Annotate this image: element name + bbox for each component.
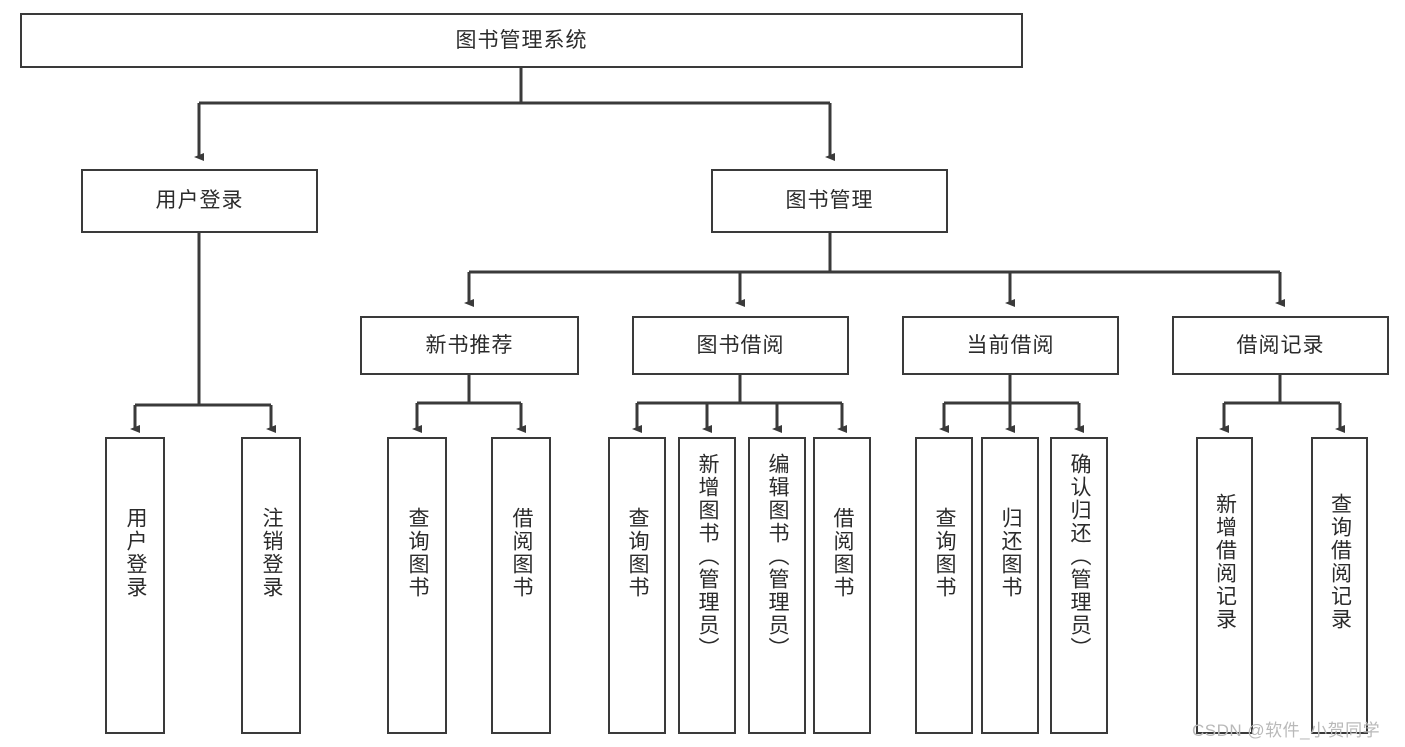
node-book-borrow[interactable]: 图书借阅: [632, 316, 849, 375]
node-leaf-query-record[interactable]: 查询借阅记录: [1311, 437, 1368, 734]
node-new-book-rec[interactable]: 新书推荐: [360, 316, 579, 375]
node-book-borrow-label: 图书借阅: [696, 333, 785, 357]
node-leaf-edit-book-label: 编辑图书（管理员）: [766, 453, 790, 660]
node-current-borrow[interactable]: 当前借阅: [902, 316, 1119, 375]
node-leaf-add-book[interactable]: 新增图书（管理员）: [678, 437, 736, 734]
node-leaf-borrow-book-2[interactable]: 借阅图书: [813, 437, 871, 734]
node-leaf-query-book-3[interactable]: 查询图书: [915, 437, 973, 734]
node-leaf-query-book-2-label: 查询图书: [626, 507, 650, 599]
csdn-watermark: CSDN @软件_小贺同学: [1192, 721, 1381, 740]
node-leaf-query-book-3-label: 查询图书: [933, 507, 957, 599]
node-leaf-add-record[interactable]: 新增借阅记录: [1196, 437, 1253, 734]
node-leaf-add-record-label: 新增借阅记录: [1213, 493, 1237, 631]
node-leaf-confirm-return-label: 确认归还（管理员）: [1068, 453, 1092, 660]
node-leaf-query-book-2[interactable]: 查询图书: [608, 437, 666, 734]
node-leaf-logout-label: 注销登录: [260, 507, 284, 599]
node-leaf-query-book-1-label: 查询图书: [406, 507, 430, 599]
node-leaf-add-book-label: 新增图书（管理员）: [696, 453, 720, 660]
node-leaf-confirm-return[interactable]: 确认归还（管理员）: [1050, 437, 1108, 734]
node-leaf-user-login-label: 用户登录: [124, 507, 148, 599]
node-leaf-edit-book[interactable]: 编辑图书（管理员）: [748, 437, 806, 734]
node-leaf-query-book-1[interactable]: 查询图书: [387, 437, 447, 734]
node-leaf-borrow-book-1[interactable]: 借阅图书: [491, 437, 551, 734]
node-borrow-record[interactable]: 借阅记录: [1172, 316, 1389, 375]
node-root-label: 图书管理系统: [455, 28, 588, 52]
node-leaf-logout[interactable]: 注销登录: [241, 437, 301, 734]
node-book-manage-label: 图书管理: [785, 189, 874, 213]
node-leaf-borrow-book-1-label: 借阅图书: [510, 507, 534, 599]
node-leaf-query-record-label: 查询借阅记录: [1328, 493, 1352, 631]
node-user-login[interactable]: 用户登录: [81, 169, 318, 233]
node-leaf-borrow-book-2-label: 借阅图书: [831, 507, 855, 599]
node-root[interactable]: 图书管理系统: [20, 13, 1023, 68]
node-user-login-label: 用户登录: [155, 189, 244, 213]
node-leaf-return-book-label: 归还图书: [999, 507, 1023, 599]
node-leaf-user-login[interactable]: 用户登录: [105, 437, 165, 734]
node-current-borrow-label: 当前借阅: [966, 333, 1055, 357]
node-book-manage[interactable]: 图书管理: [711, 169, 948, 233]
node-new-book-rec-label: 新书推荐: [425, 333, 514, 357]
node-leaf-return-book[interactable]: 归还图书: [981, 437, 1039, 734]
node-borrow-record-label: 借阅记录: [1236, 333, 1325, 357]
